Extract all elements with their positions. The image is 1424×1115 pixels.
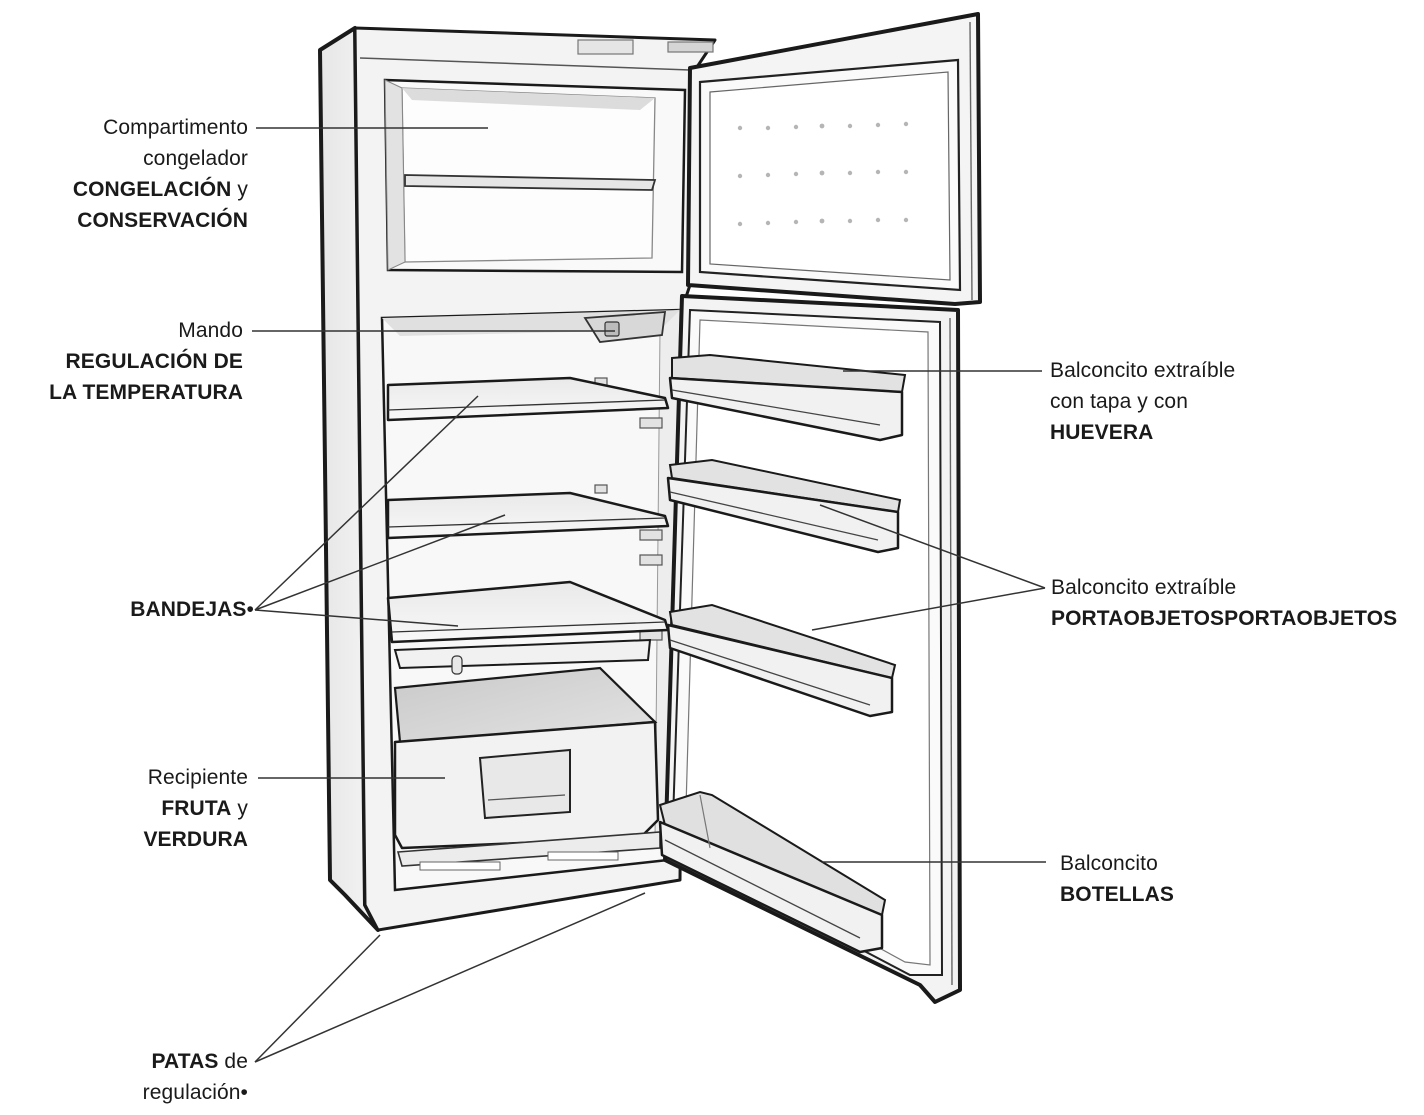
label-object-shelf-line2-bold: PORTAOBJETOSPORTAOBJETOS (1051, 607, 1398, 630)
label-freezer-line1: Compartimento (103, 116, 248, 139)
label-egg-shelf-line1: Balconcito extraíble (1050, 359, 1236, 382)
thermostat-knob (604, 321, 620, 337)
leader-lines (252, 127, 1046, 1063)
label-egg-shelf-line3-bold: HUEVERA (1050, 421, 1154, 444)
label-object-shelf-line1: Balconcito extraíble (1051, 576, 1237, 599)
label-crisper-line2-bold: FRUTA (161, 797, 232, 820)
label-shelves-rest: • (246, 598, 254, 621)
label-thermostat-line1: Mando (178, 319, 243, 342)
freezer-left-wall (384, 79, 406, 271)
label-crisper-line3-bold: VERDURA (143, 828, 248, 851)
crisper-cover (393, 638, 652, 675)
leader-object-shelf-2 (811, 587, 1046, 631)
label-egg-shelf-line2: con tapa y con (1050, 390, 1188, 413)
label-shelves: BANDEJAS• (130, 594, 254, 625)
freezer-shelf (404, 174, 657, 191)
label-crisper: Recipiente FRUTA y VERDURA (143, 762, 248, 855)
freezer-top-shade (402, 88, 655, 110)
freezer-door-dimples (737, 121, 909, 227)
label-freezer-line2: congelador (143, 147, 248, 170)
label-feet: PATAS de regulación• (143, 1046, 248, 1108)
label-thermostat-line3-bold: LA TEMPERATURA (49, 381, 243, 404)
crisper-handle (478, 748, 571, 820)
label-object-shelf: Balconcito extraíble PORTAOBJETOSPORTAOB… (1051, 572, 1424, 634)
label-feet-bold: PATAS (151, 1050, 219, 1073)
label-feet-rest: de (218, 1050, 248, 1073)
egg-door-shelf (668, 353, 907, 442)
crisper-bin (393, 666, 661, 871)
cabinet-top-vent (577, 39, 634, 55)
label-freezer-line4-bold: CONSERVACIÓN (77, 209, 248, 232)
label-crisper-line2-rest: y (231, 797, 248, 820)
fridge-door (658, 294, 962, 1004)
glass-shelf-3 (386, 580, 670, 644)
fridge-compartment (380, 308, 682, 892)
glass-shelf-2 (386, 491, 670, 540)
leader-shelf-2 (254, 514, 506, 611)
label-thermostat-line2-bold: REGULACIÓN DE (65, 350, 243, 373)
label-bottle-shelf-line1: Balconcito (1060, 852, 1158, 875)
object-door-shelf-2 (666, 603, 897, 718)
leader-shelf-1 (254, 395, 479, 611)
leader-shelf-3 (254, 609, 459, 627)
leader-feet-2 (254, 892, 646, 1063)
label-freezer: Compartimento congelador CONGELACIÓN y C… (73, 112, 248, 236)
freezer-door (686, 12, 982, 306)
object-door-shelf-1 (666, 458, 902, 554)
label-bottle-shelf: Balconcito BOTELLAS (1060, 848, 1174, 910)
label-bottle-shelf-line2-bold: BOTELLAS (1060, 883, 1174, 906)
cabinet-top-edge (359, 57, 691, 71)
bottle-door-shelf (658, 790, 887, 954)
label-thermostat: Mando REGULACIÓN DE LA TEMPERATURA (49, 315, 243, 408)
label-feet-line2: regulación• (142, 1081, 248, 1104)
label-shelves-bold: BANDEJAS (130, 598, 247, 621)
leader-object-shelf-1 (819, 504, 1046, 589)
cabinet-top-hinge (667, 41, 714, 53)
shelf-supports (594, 377, 663, 641)
glass-shelf-1 (386, 376, 670, 422)
freezer-compartment (383, 78, 687, 274)
label-crisper-line1: Recipiente (147, 766, 248, 789)
label-freezer-line3-rest: y (231, 178, 248, 201)
label-freezer-line3-bold: CONGELACIÓN (72, 178, 232, 201)
label-egg-shelf: Balconcito extraíble con tapa y con HUEV… (1050, 355, 1235, 448)
leader-feet-1 (254, 934, 381, 1063)
thermostat-housing (583, 311, 667, 343)
